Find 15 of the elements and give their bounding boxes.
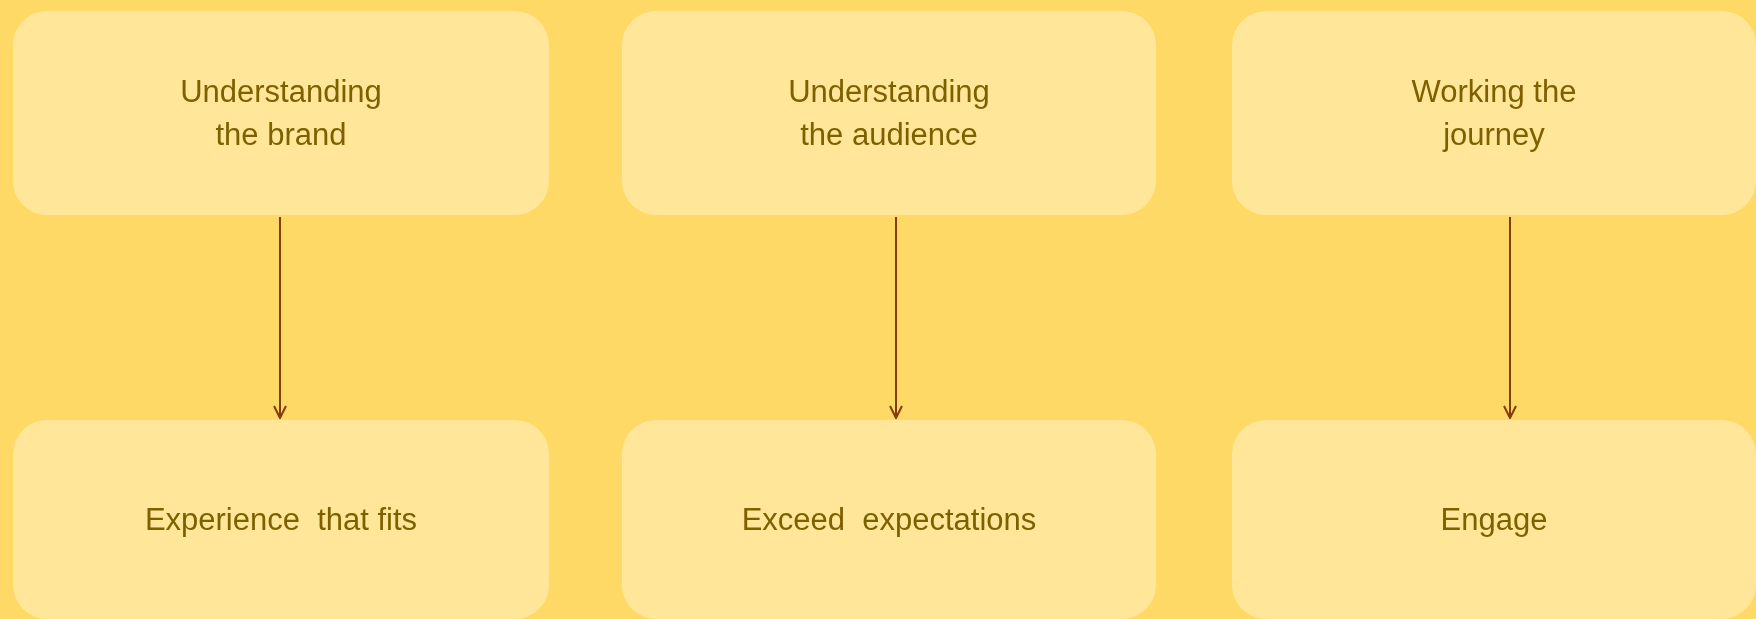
rounded-box (1232, 11, 1756, 215)
box-label: Exceed expectations (741, 500, 1037, 539)
box-label: Working the journey (1410, 72, 1578, 154)
rounded-box (622, 11, 1156, 215)
rounded-box (1232, 420, 1756, 619)
arrow (889, 216, 903, 419)
box-label: Understanding the brand (179, 72, 383, 154)
box-label: Experience that fits (144, 500, 418, 539)
box-label: Understanding the audience (787, 72, 991, 154)
arrow (1503, 216, 1517, 419)
arrow (273, 216, 287, 419)
rounded-box (622, 420, 1156, 619)
rounded-box (13, 11, 549, 215)
rounded-box (13, 420, 549, 619)
box-label: Engage (1440, 500, 1548, 539)
